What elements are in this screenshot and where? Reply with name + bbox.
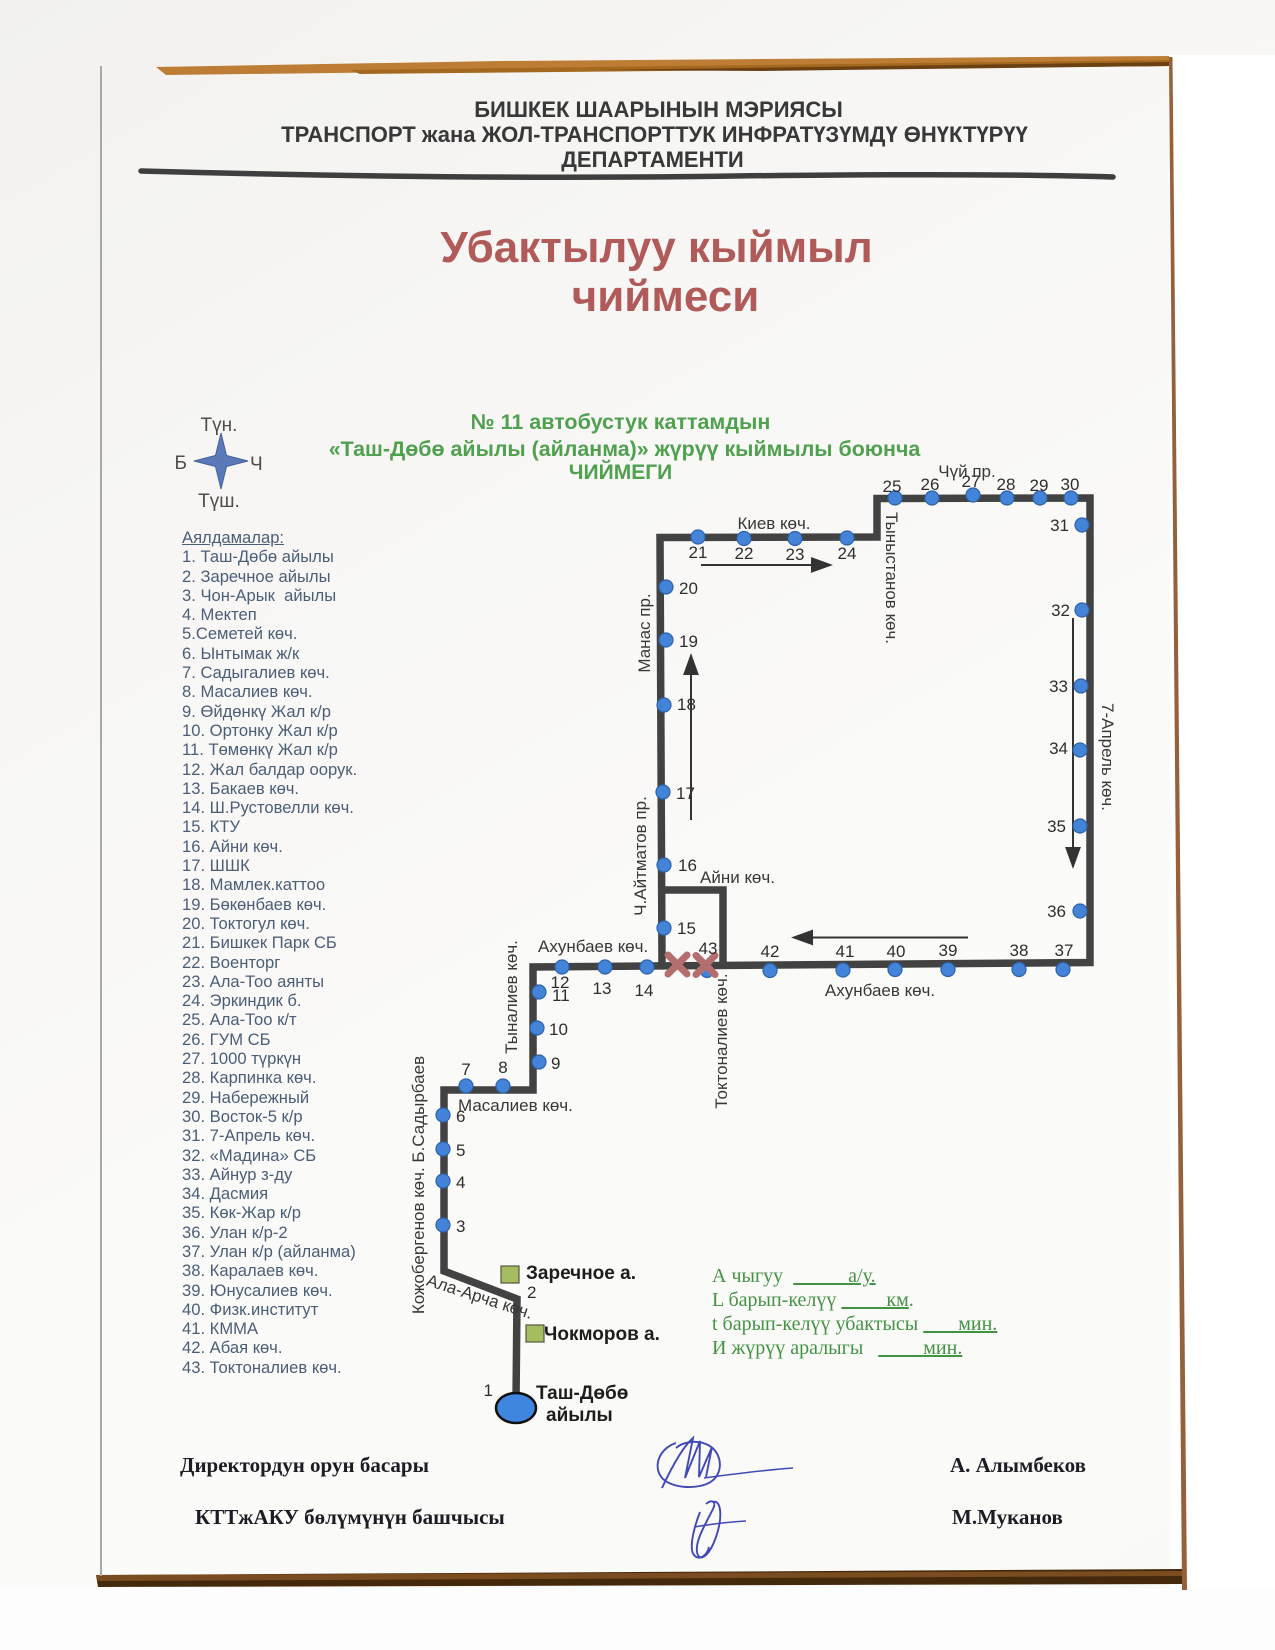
- svg-text:Токтоналиев көч.: Токтоналиев көч.: [712, 973, 731, 1108]
- svg-text:33: 33: [1049, 677, 1068, 696]
- svg-text:14: 14: [635, 981, 654, 1000]
- svg-text:Айни көч.: Айни көч.: [700, 868, 775, 887]
- svg-text:Тыныстанов көч.: Тыныстанов көч.: [882, 512, 901, 644]
- svg-text:4: 4: [456, 1173, 465, 1192]
- svg-text:7-Апрель көч.: 7-Апрель көч.: [1098, 703, 1117, 811]
- svg-text:6: 6: [456, 1107, 465, 1126]
- svg-text:10: 10: [549, 1020, 568, 1039]
- svg-text:31: 31: [1050, 516, 1069, 535]
- svg-text:Ахунбаев көч.: Ахунбаев көч.: [538, 937, 648, 956]
- svg-text:1: 1: [484, 1381, 493, 1400]
- svg-text:Б: Б: [175, 453, 187, 474]
- svg-text:Таш-Дөбө: Таш-Дөбө: [536, 1383, 628, 1404]
- svg-text:Чүй пр.: Чүй пр.: [938, 462, 995, 481]
- svg-text:Чокморов а.: Чокморов а.: [544, 1324, 660, 1345]
- svg-text:8: 8: [498, 1058, 507, 1077]
- svg-text:Заречное а.: Заречное а.: [526, 1263, 636, 1284]
- svg-text:2: 2: [527, 1283, 536, 1302]
- svg-text:20: 20: [679, 579, 698, 598]
- svg-text:34: 34: [1049, 739, 1068, 758]
- svg-text:16: 16: [678, 856, 697, 875]
- svg-text:21: 21: [689, 543, 708, 562]
- svg-text:17: 17: [676, 784, 695, 803]
- svg-text:25: 25: [883, 477, 902, 496]
- svg-text:Түш.: Түш.: [198, 491, 240, 512]
- svg-text:Ч: Ч: [250, 454, 263, 475]
- svg-text:18: 18: [677, 695, 696, 714]
- svg-text:23: 23: [786, 545, 805, 564]
- svg-text:27: 27: [962, 472, 981, 491]
- svg-text:Кожобергенов көч. Б.Садырбаев: Кожобергенов көч. Б.Садырбаев: [409, 1056, 428, 1314]
- svg-text:Тыналиев көч.: Тыналиев көч.: [502, 940, 521, 1054]
- svg-text:9: 9: [551, 1054, 560, 1073]
- svg-text:айылы: айылы: [546, 1405, 613, 1426]
- svg-text:40: 40: [887, 942, 906, 961]
- svg-text:41: 41: [836, 942, 855, 961]
- svg-text:Түн.: Түн.: [201, 415, 238, 436]
- svg-text:24: 24: [838, 544, 857, 563]
- svg-text:26: 26: [921, 475, 940, 494]
- svg-text:30: 30: [1061, 475, 1080, 494]
- svg-text:39: 39: [939, 941, 958, 960]
- svg-text:5: 5: [456, 1141, 465, 1160]
- svg-text:Ахунбаев көч.: Ахунбаев көч.: [825, 981, 935, 1000]
- svg-text:Масалиев көч.: Масалиев көч.: [458, 1096, 573, 1115]
- svg-text:42: 42: [761, 942, 780, 961]
- svg-text:28: 28: [997, 475, 1016, 494]
- svg-text:Ч.Айтматов пр.: Ч.Айтматов пр.: [631, 796, 650, 916]
- svg-text:36: 36: [1047, 902, 1066, 921]
- svg-text:Манас пр.: Манас пр.: [635, 593, 654, 672]
- svg-text:3: 3: [456, 1217, 465, 1236]
- svg-text:43: 43: [699, 939, 718, 958]
- svg-text:37: 37: [1055, 941, 1074, 960]
- svg-text:13: 13: [593, 979, 612, 998]
- svg-text:35: 35: [1047, 817, 1066, 836]
- svg-text:38: 38: [1010, 941, 1029, 960]
- svg-text:12: 12: [551, 973, 570, 992]
- svg-text:29: 29: [1030, 476, 1049, 495]
- svg-text:19: 19: [679, 632, 698, 651]
- svg-text:11: 11: [552, 986, 570, 1005]
- svg-text:15: 15: [677, 919, 696, 938]
- svg-text:22: 22: [735, 544, 754, 563]
- svg-text:7: 7: [461, 1060, 470, 1079]
- svg-text:Киев көч.: Киев көч.: [737, 514, 810, 533]
- svg-text:32: 32: [1051, 601, 1070, 620]
